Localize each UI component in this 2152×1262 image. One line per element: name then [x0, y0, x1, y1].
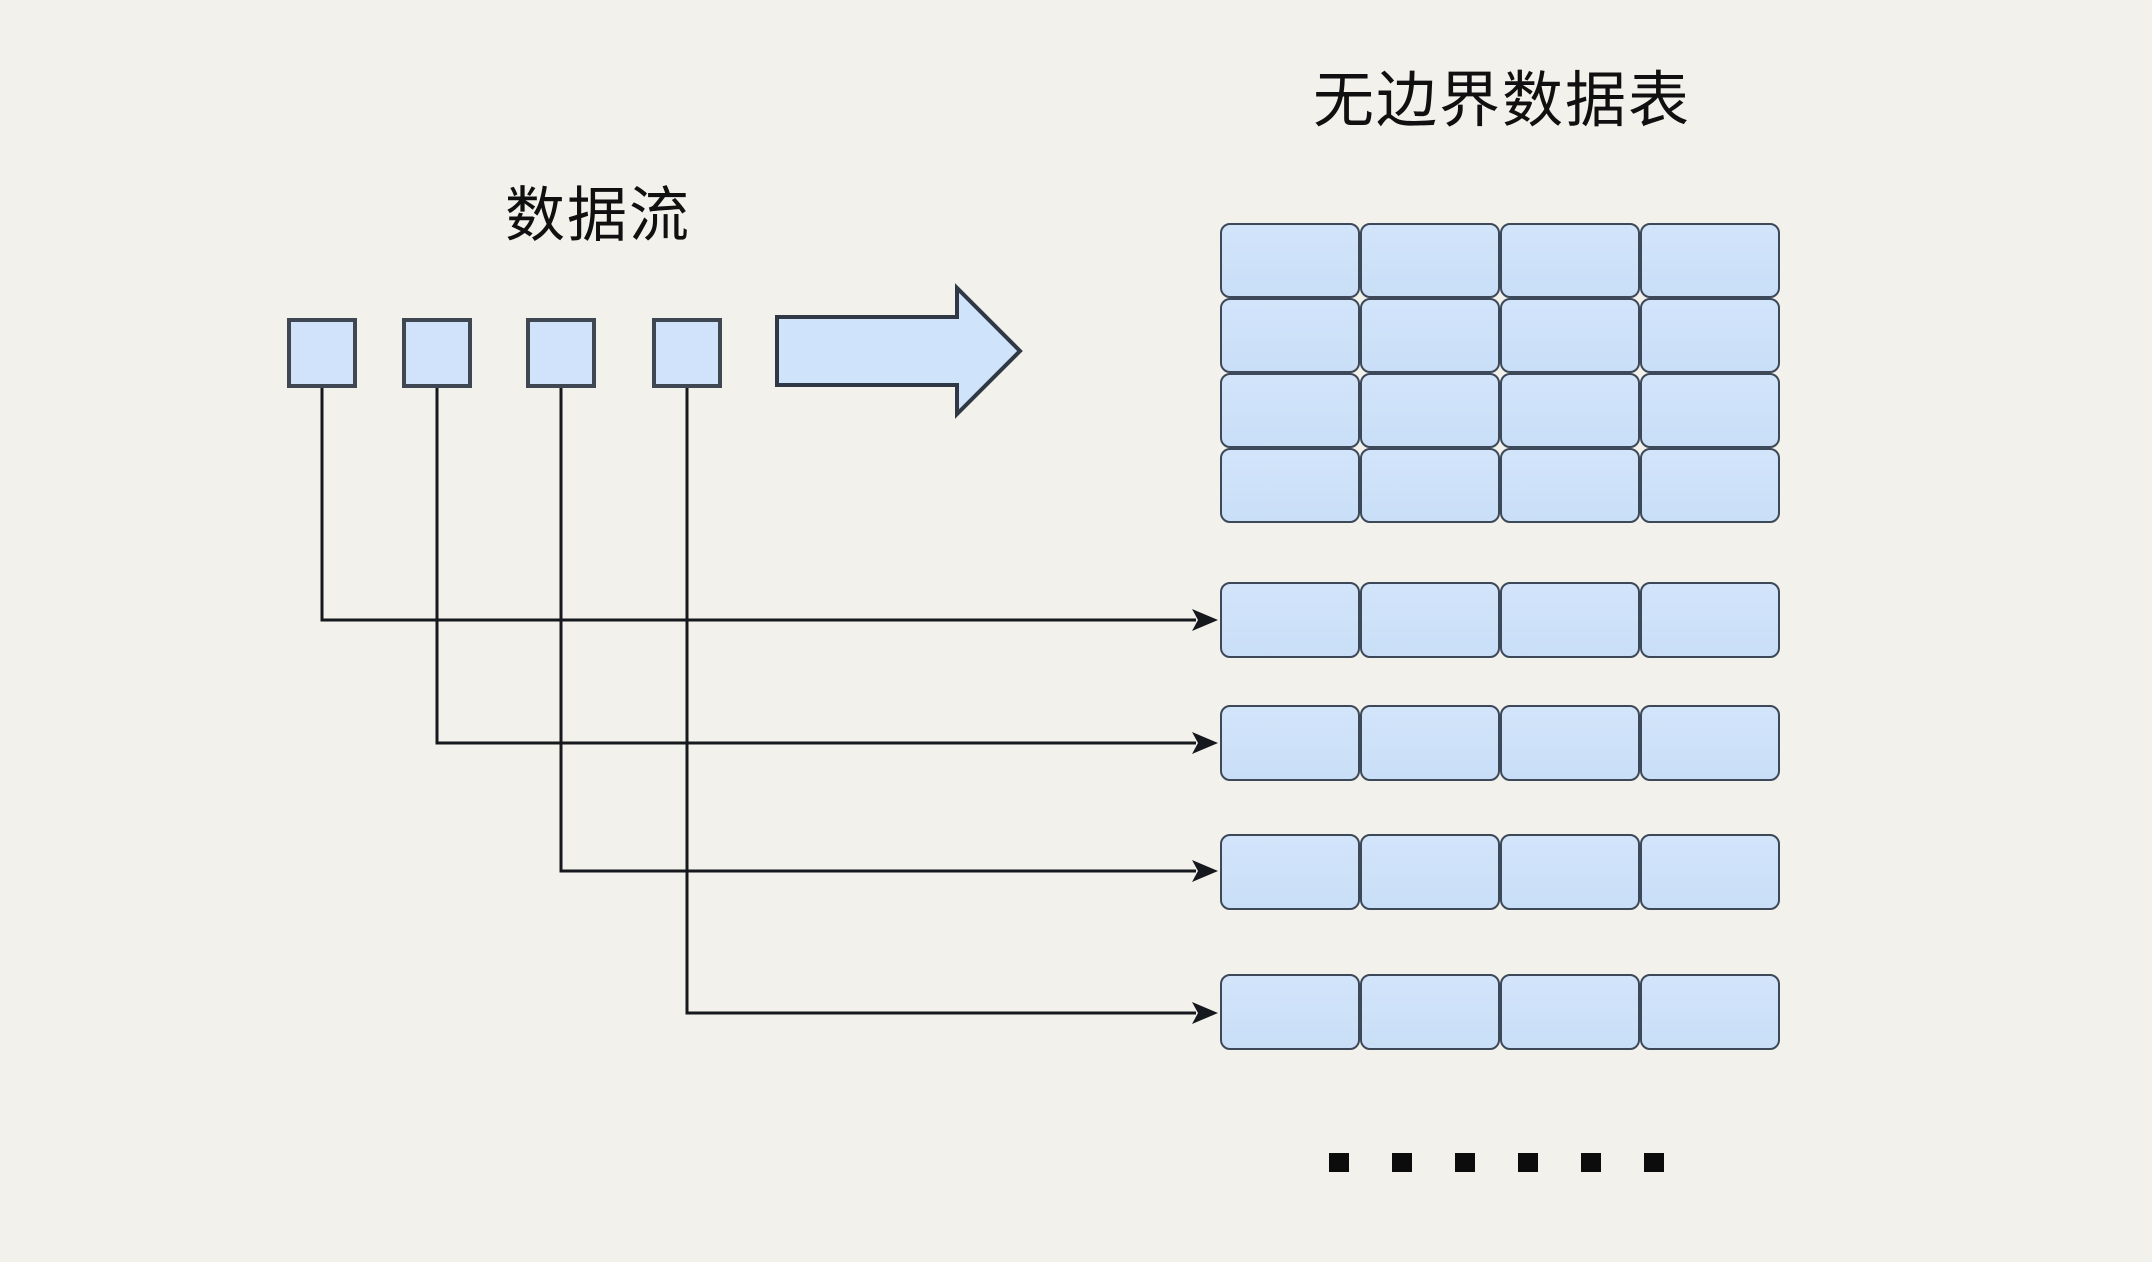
table-grid-cell — [1220, 448, 1360, 523]
table-grid-cell — [1360, 223, 1500, 298]
stream-item — [402, 318, 472, 388]
stream-item — [287, 318, 357, 388]
table-grid-cell — [1500, 298, 1640, 373]
connector-arrowhead-4 — [1192, 1002, 1218, 1024]
right-block-arrow-icon — [775, 283, 1023, 419]
connector-arrowhead-2 — [1192, 732, 1218, 754]
connector-arrowhead-3 — [1192, 860, 1218, 882]
table-grid-cell — [1360, 298, 1500, 373]
table-grid-cell — [1640, 298, 1780, 373]
ellipsis-dot — [1518, 1153, 1538, 1172]
stream-title: 数据流 — [505, 182, 691, 249]
table-row-cell — [1500, 974, 1640, 1050]
stream-item — [652, 318, 722, 388]
ellipsis-dot — [1329, 1153, 1349, 1172]
table-row-cell — [1220, 834, 1360, 910]
table-row-cell — [1360, 974, 1500, 1050]
table-row-cell — [1360, 582, 1500, 658]
unbounded-table-title: 无边界数据表 — [1312, 66, 1691, 134]
table-grid-cell — [1220, 223, 1360, 298]
table-row-cell — [1500, 582, 1640, 658]
table-row-3 — [1220, 834, 1780, 910]
table-row-cell — [1360, 834, 1500, 910]
flow-arrow-icon — [775, 283, 1023, 419]
table-row-cell — [1360, 705, 1500, 781]
stream-items — [287, 318, 727, 388]
table-row-cell — [1500, 834, 1640, 910]
table-row-cell — [1640, 705, 1780, 781]
table-row-cell — [1640, 582, 1780, 658]
table-grid-cell — [1500, 448, 1640, 523]
ellipsis-dot — [1644, 1153, 1664, 1172]
ellipsis-dot — [1392, 1153, 1412, 1172]
table-grid-cell — [1640, 373, 1780, 448]
table-row-cell — [1640, 834, 1780, 910]
ellipsis-dot — [1581, 1153, 1601, 1172]
table-grid-cell — [1220, 373, 1360, 448]
table-grid-cell — [1640, 223, 1780, 298]
table-grid-cell — [1360, 448, 1500, 523]
table-grid-cell — [1640, 448, 1780, 523]
table-row-1 — [1220, 582, 1780, 658]
table-row-cell — [1220, 705, 1360, 781]
table-row-cell — [1640, 974, 1780, 1050]
table-grid-cell — [1360, 373, 1500, 448]
connector-line-1 — [320, 388, 1196, 622]
connector-line-3 — [559, 388, 1196, 873]
connector-line-2 — [435, 388, 1196, 745]
table-row-cell — [1220, 974, 1360, 1050]
table-row-cell — [1500, 705, 1640, 781]
connector-line-4 — [685, 388, 1196, 1015]
table-row-2 — [1220, 705, 1780, 781]
table-grid — [1220, 223, 1780, 523]
table-grid-cell — [1500, 223, 1640, 298]
ellipsis-dots — [1329, 1153, 1664, 1172]
table-row-cell — [1220, 582, 1360, 658]
table-grid-cell — [1500, 373, 1640, 448]
table-row-4 — [1220, 974, 1780, 1050]
ellipsis-dot — [1455, 1153, 1475, 1172]
connector-arrowhead-1 — [1192, 609, 1218, 631]
table-grid-cell — [1220, 298, 1360, 373]
stream-item — [526, 318, 596, 388]
